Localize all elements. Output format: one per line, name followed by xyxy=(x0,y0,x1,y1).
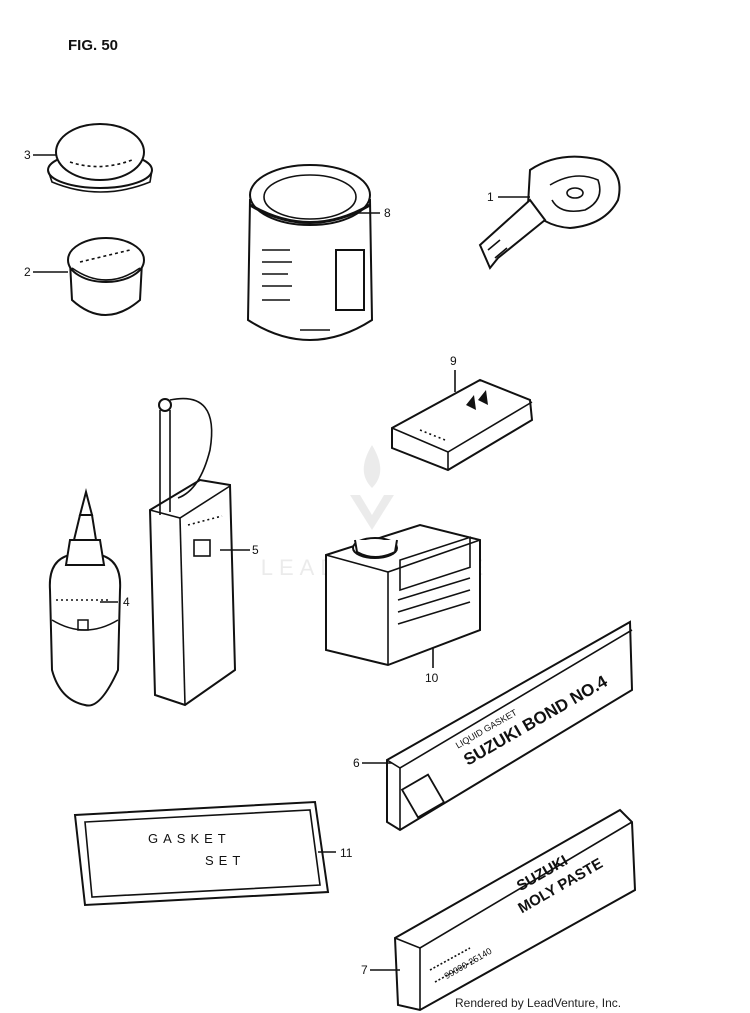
callout-1: 1 xyxy=(487,190,494,204)
callout-5: 5 xyxy=(252,543,259,557)
part-10-square-can xyxy=(325,523,481,667)
callout-3: 3 xyxy=(24,148,31,162)
part-1-key xyxy=(478,155,621,270)
figure-title: FIG. 50 xyxy=(68,37,118,54)
callout-11: 11 xyxy=(340,846,353,860)
callout-leaders xyxy=(33,154,530,971)
part-11-gasket-set: GASKET SET xyxy=(73,800,330,907)
part-5-flat-can xyxy=(148,397,237,707)
footer-credit: Rendered by LeadVenture, Inc. xyxy=(455,996,622,1010)
callout-6: 6 xyxy=(353,756,360,770)
callout-4: 4 xyxy=(123,595,130,609)
part-7-moly-box: SUZUKI MOLY PASTE 99000-25140 xyxy=(393,808,637,1012)
part-9-tin xyxy=(391,378,534,472)
gasket-text-line2: SET xyxy=(205,853,245,868)
callout-8: 8 xyxy=(384,206,391,220)
part-8-can xyxy=(246,164,374,341)
callout-9: 9 xyxy=(450,354,457,368)
part-3-cap xyxy=(47,123,153,193)
part-4-bottle xyxy=(48,488,122,707)
part-6-bond-box: LIQUID GASKET SUZUKI BOND NO.4 xyxy=(386,620,634,832)
callout-7: 7 xyxy=(361,963,368,977)
gasket-text-line1: GASKET xyxy=(148,831,231,846)
part-2-cap xyxy=(67,237,145,316)
callout-2: 2 xyxy=(24,265,31,279)
callout-10: 10 xyxy=(425,671,439,685)
